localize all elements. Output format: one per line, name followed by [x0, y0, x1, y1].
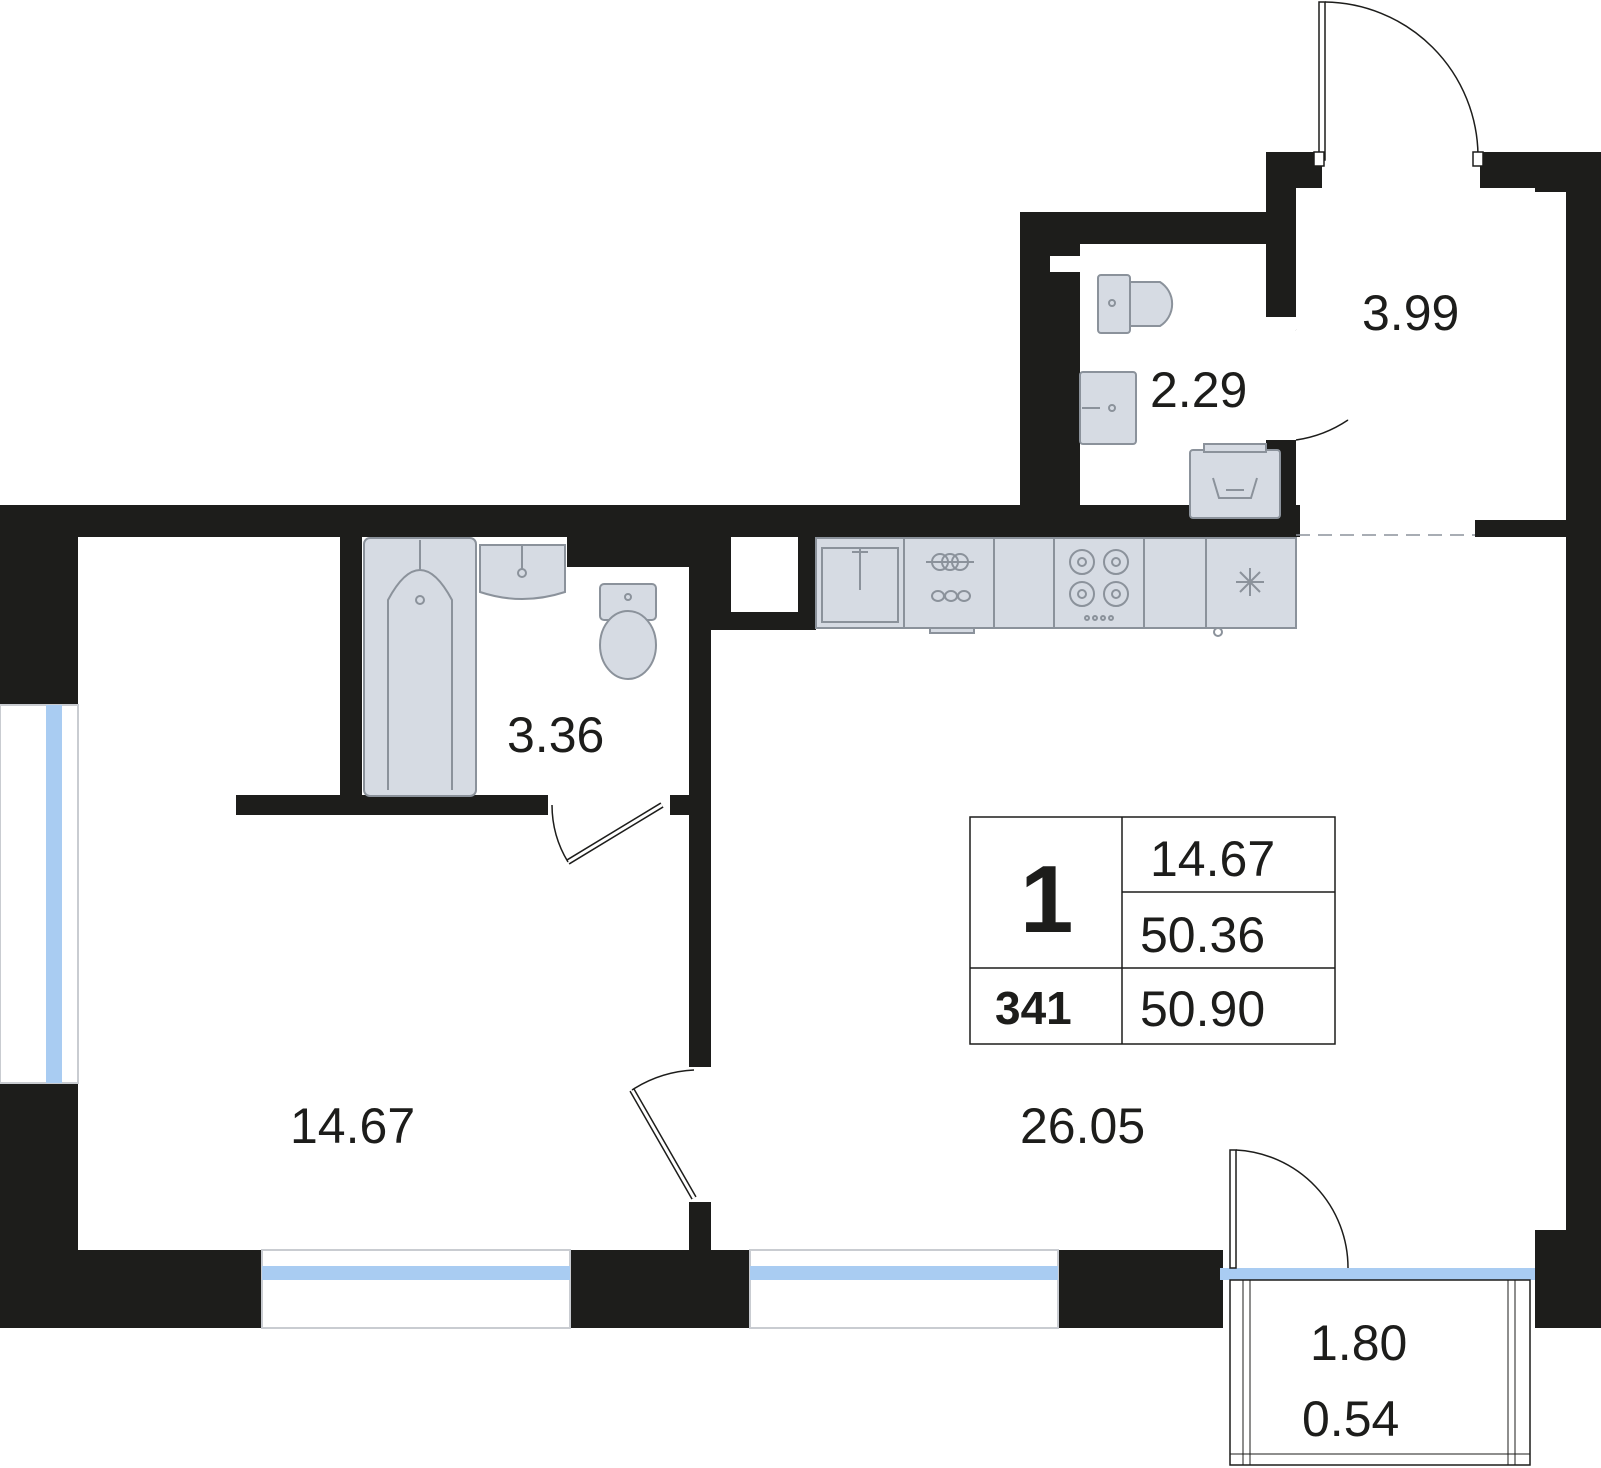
wall-top-main	[0, 505, 1300, 537]
wall-hall-top-right	[1480, 152, 1601, 188]
living-room-area: 14.67	[290, 1098, 415, 1154]
wall-shaft-box-bottom	[711, 612, 816, 630]
wc-door-swing	[1295, 419, 1349, 441]
wall-bath-right	[689, 537, 711, 817]
stove-icon	[1069, 549, 1129, 621]
wall-hall-right-stub	[1475, 520, 1566, 537]
living-door-swing	[631, 1069, 695, 1091]
balcony	[1229, 1149, 1531, 1466]
wall-partition-lower	[689, 1202, 711, 1262]
walls	[0, 152, 1601, 1328]
wall-bottom-1	[0, 1250, 262, 1328]
info-total-area: 50.36	[1140, 907, 1265, 963]
window-left-frame	[0, 704, 79, 1084]
info-living-area: 14.67	[1150, 831, 1275, 887]
sink-icon	[479, 544, 566, 600]
bathroom-area: 3.36	[507, 707, 604, 763]
washing-machine-icon	[1189, 443, 1281, 519]
sink-icon	[1079, 371, 1137, 445]
window-left-glass	[46, 705, 62, 1083]
wall-shaft-box-right	[798, 537, 816, 627]
fridge-icon	[1213, 568, 1264, 637]
apartment-info-box: 1 14.67 50.36 341 50.90	[969, 816, 1336, 1045]
room-count: 1	[1020, 846, 1073, 953]
toilet-icon	[599, 583, 657, 680]
window-balcony-glass	[1220, 1268, 1535, 1280]
kitchen-area: 26.05	[1020, 1098, 1145, 1154]
entrance-door	[1313, 1, 1484, 167]
wc-area: 2.29	[1150, 362, 1247, 418]
toilet-icon	[1097, 274, 1174, 334]
interior-doors	[551, 329, 1475, 1200]
wall-hall-left-upper	[1266, 152, 1296, 317]
wall-wc-partition-top	[1050, 244, 1080, 256]
balcony-reduced-area: 0.54	[1302, 1391, 1399, 1447]
wall-bath-bottom	[236, 795, 548, 815]
entrance-door-leaf	[1318, 1, 1326, 161]
bathtub-icon	[363, 537, 477, 797]
info-total-with-balcony: 50.90	[1140, 981, 1265, 1037]
window-bottom-1-glass	[262, 1266, 570, 1280]
balcony-door-swing	[1235, 1149, 1349, 1269]
hallway-area: 3.99	[1362, 285, 1459, 341]
apartment-number: 341	[995, 982, 1072, 1034]
window-bottom-2-glass	[750, 1266, 1058, 1280]
kitchen-sink-icon	[821, 547, 899, 623]
balcony-outline	[1229, 1279, 1531, 1466]
wall-wc-top	[1020, 212, 1295, 244]
balcony-area: 1.80	[1310, 1315, 1407, 1371]
wall-bottom-3	[1058, 1250, 1223, 1328]
wall-left-upper	[0, 505, 78, 705]
dishwasher-icon	[926, 553, 975, 634]
window-bottom-2-frame	[749, 1249, 1059, 1329]
wall-wc-partition	[1050, 360, 1080, 537]
bath-door-swing	[551, 804, 569, 863]
wall-bath-left	[340, 537, 362, 795]
window-bottom-1-frame	[261, 1249, 571, 1329]
wall-shaft-box	[711, 537, 731, 627]
wall-bath-bottom-right	[670, 795, 711, 815]
wall-partition-upper	[689, 815, 711, 1067]
wall-right	[1566, 152, 1601, 1328]
wall-bottom-2	[570, 1250, 750, 1328]
entrance-door-swing	[1324, 1, 1479, 156]
wall-wc-partition-mid	[1050, 272, 1080, 360]
wall-right-lower	[1535, 1230, 1601, 1328]
wall-bath-shaft	[567, 537, 689, 567]
balcony-door-leaf	[1229, 1149, 1237, 1269]
windows	[0, 704, 1535, 1329]
kitchen-counter	[815, 537, 1297, 629]
wall-wc-left	[1020, 212, 1050, 537]
